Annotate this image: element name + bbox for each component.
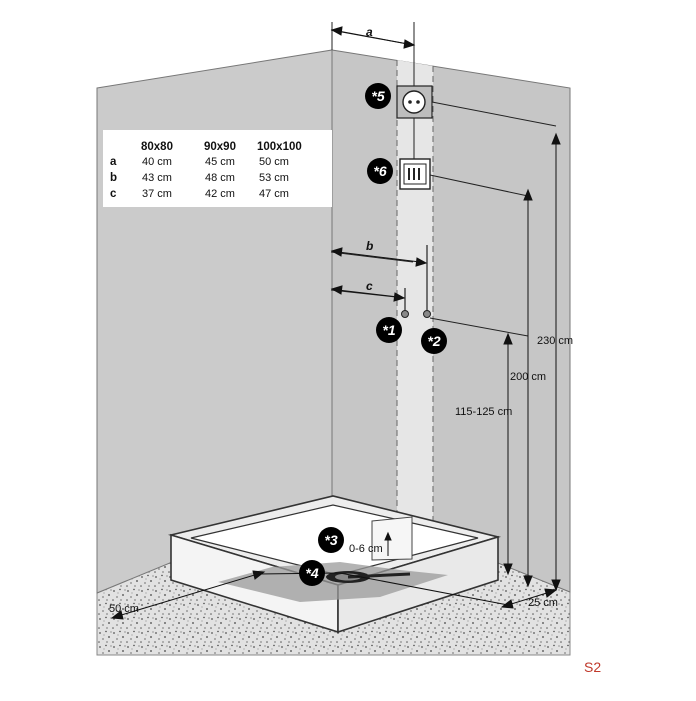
floor-left-label: 50 cm bbox=[109, 603, 139, 615]
table-header-100: 100x100 bbox=[257, 141, 302, 153]
table-cell: 43 cm bbox=[142, 172, 172, 184]
marker-1: *1 bbox=[376, 317, 402, 343]
dimension-arrows bbox=[110, 26, 561, 620]
table-header-80: 80x80 bbox=[141, 141, 173, 153]
table-row-key: b bbox=[110, 172, 117, 184]
marker-5: *5 bbox=[365, 83, 391, 109]
table-cell: 40 cm bbox=[142, 156, 172, 168]
table-row-key: c bbox=[110, 188, 117, 200]
size-table-panel bbox=[103, 130, 332, 207]
floor-right-label: 25 cm bbox=[528, 597, 558, 609]
diagram-code: S2 bbox=[584, 659, 601, 675]
dimension-letter-a: a bbox=[366, 25, 373, 39]
svg-text:*6: *6 bbox=[373, 163, 386, 179]
table-header-90: 90x90 bbox=[204, 141, 236, 153]
table-row-key: a bbox=[110, 156, 117, 168]
table-cell: 37 cm bbox=[142, 188, 172, 200]
svg-text:*2: *2 bbox=[427, 333, 440, 349]
table-cell: 47 cm bbox=[259, 188, 289, 200]
table-cell: 42 cm bbox=[205, 188, 235, 200]
control-box bbox=[399, 158, 431, 190]
table-cell: 50 cm bbox=[259, 156, 289, 168]
svg-text:*3: *3 bbox=[324, 532, 337, 548]
table-cell: 45 cm bbox=[205, 156, 235, 168]
pipe-connection-2 bbox=[423, 310, 431, 318]
height-200-label: 200 cm bbox=[510, 371, 546, 383]
dimension-letter-c: c bbox=[366, 279, 373, 293]
pipe-connection-1 bbox=[401, 310, 409, 318]
power-socket bbox=[396, 85, 433, 119]
dimension-letter-b: b bbox=[366, 239, 373, 253]
svg-text:*1: *1 bbox=[382, 322, 395, 338]
marker-2: *2 bbox=[421, 328, 447, 354]
tray-height-label: 0-6 cm bbox=[349, 543, 383, 555]
marker-6: *6 bbox=[367, 158, 393, 184]
table-cell: 53 cm bbox=[259, 172, 289, 184]
marker-3: *3 bbox=[318, 527, 344, 553]
height-115-125-label: 115-125 cm bbox=[455, 406, 512, 418]
height-230-label: 230 cm bbox=[537, 335, 573, 347]
marker-4: *4 bbox=[299, 560, 325, 586]
svg-text:*4: *4 bbox=[305, 565, 318, 581]
svg-text:*5: *5 bbox=[371, 88, 384, 104]
table-cell: 48 cm bbox=[205, 172, 235, 184]
